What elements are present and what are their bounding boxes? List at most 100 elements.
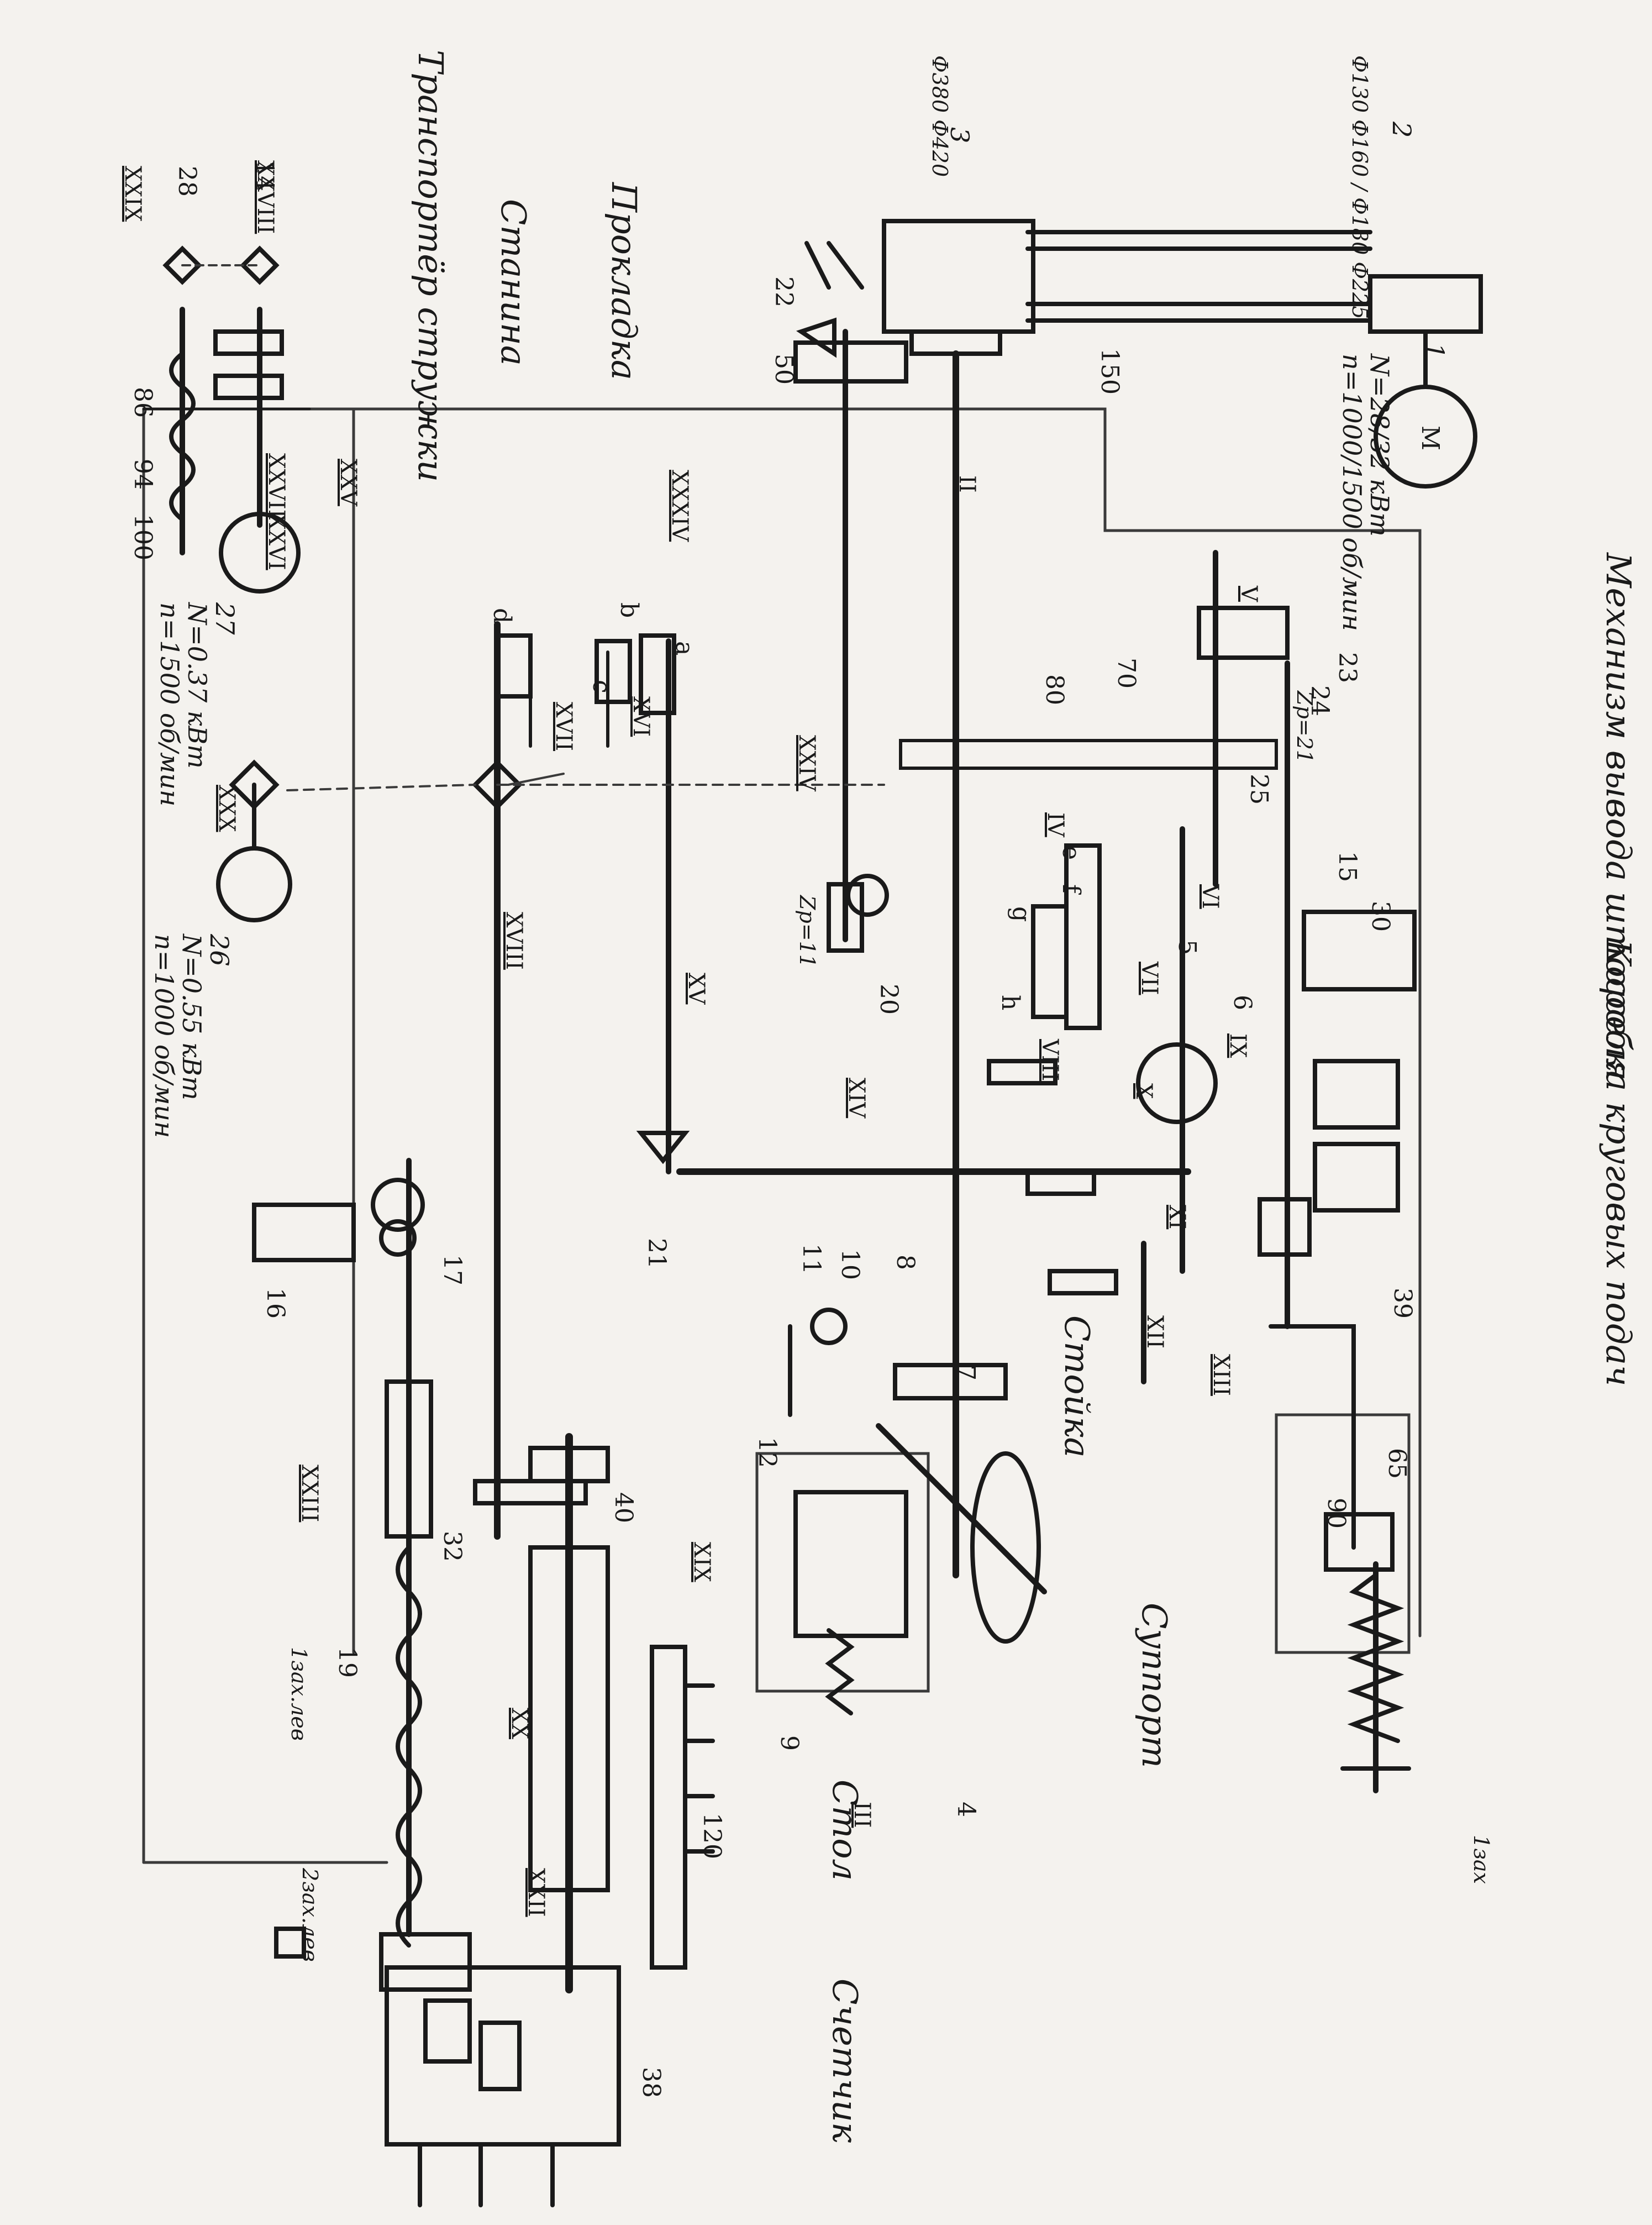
tooth-120: 120 xyxy=(698,1813,726,1859)
motor-m27-spec: N=0.37 кВт xyxy=(182,602,212,769)
tooth-94: 94 xyxy=(129,459,157,490)
gear-e: e xyxy=(1057,846,1085,860)
shaft-label-VII: VII xyxy=(1137,962,1162,995)
right-spring xyxy=(1324,1512,1411,1793)
pulley-2-spec: Ф130 Ф160 / Ф180 Ф225 xyxy=(1348,55,1372,319)
worm-shaft-XXIII xyxy=(252,1158,472,1992)
tooth-39: 39 xyxy=(1388,1288,1417,1319)
tooth-90: 90 xyxy=(1322,1498,1350,1529)
shaft-label-VIII: VIII xyxy=(1037,1039,1062,1082)
gear-f: f xyxy=(1057,884,1085,894)
tooth-100: 100 xyxy=(129,514,157,560)
part-12: 12 xyxy=(753,1437,781,1468)
gear-b: b xyxy=(615,602,643,618)
shaft-label-XV: XV xyxy=(683,973,709,1005)
motor-m26-num: 26 xyxy=(204,934,234,967)
motor-m1-speed: n=1000/1500 об/мин xyxy=(1337,354,1367,631)
tag-1zah-lev: 1зах.лев xyxy=(287,1647,311,1741)
tooth-65: 65 xyxy=(1383,1448,1411,1479)
feed-gearbox xyxy=(1031,550,1417,1550)
gear-c: c xyxy=(587,680,615,694)
label-feedbox: Коробка круговых подач xyxy=(1598,940,1639,1387)
shaft-label-XI: XI xyxy=(1164,1205,1190,1230)
tooth-28: 28 xyxy=(173,166,201,197)
shaft-label-XXII: XXII xyxy=(523,1868,549,1917)
part-8: 8 xyxy=(891,1255,919,1270)
shaft-label-XXV: XXV xyxy=(335,459,361,506)
label-column: Стойка xyxy=(1057,1315,1097,1458)
shaft-label-XXIII: XXIII xyxy=(297,1465,322,1523)
tag-2zah-lev: 2зах.лев xyxy=(298,1868,322,1962)
tooth-23: 23 xyxy=(1333,652,1361,683)
connection-lines xyxy=(181,264,885,791)
shaft-label-V: V xyxy=(1236,586,1261,602)
motor-26-unit xyxy=(216,759,292,922)
shafts-XIV-XV xyxy=(636,638,1191,1175)
table-drive xyxy=(473,1433,715,1993)
tooth-30: 30 xyxy=(1366,901,1395,932)
shaft-label-IX: IX xyxy=(1225,1033,1250,1058)
shaft-label-XXIX: XXIX xyxy=(120,166,145,222)
label-counter: Счетчик xyxy=(825,1979,865,2143)
shaft-label-X: X xyxy=(1131,1083,1156,1099)
gear-a: a xyxy=(670,641,698,656)
label-conveyor: Транспортёр стружки xyxy=(411,50,451,482)
part-11: 11 xyxy=(797,1243,825,1274)
shaft-label-II: II xyxy=(954,475,980,493)
shaft-label-XXIV: XXIV xyxy=(794,735,819,791)
shaft-II xyxy=(899,350,1278,1578)
tooth-22a: 22 xyxy=(770,276,798,307)
motor-m26-speed: n=1000 об/мин xyxy=(149,934,179,1138)
shaft-label-XIX: XIX xyxy=(689,1542,714,1582)
motor-m26-spec: N=0.55 кВт xyxy=(177,934,207,1100)
shaft-label-IV: IV xyxy=(1043,812,1068,837)
tooth-21a: 21 xyxy=(643,1238,671,1269)
part-10: 10 xyxy=(836,1249,864,1280)
tooth-38: 38 xyxy=(637,2067,665,2098)
shaft-label-XX: XX xyxy=(507,1708,532,1739)
change-gears xyxy=(472,621,676,1540)
part-17: 17 xyxy=(438,1255,466,1285)
motor-m1-symbol: M xyxy=(1416,426,1444,451)
label-support: Суппорт xyxy=(1134,1603,1175,1769)
zr-21: Zр=21 xyxy=(1292,691,1317,763)
machine-outline xyxy=(142,407,1422,1864)
label-table: Стол xyxy=(825,1780,865,1881)
shaft-label-XXXIV: XXXIV xyxy=(667,470,692,542)
tooth-15a: 15 xyxy=(1333,851,1361,882)
part-19: 19 xyxy=(333,1647,361,1678)
part-4: 4 xyxy=(952,1802,980,1817)
tooth-150: 150 xyxy=(1096,348,1124,395)
part-9: 9 xyxy=(775,1735,803,1751)
tooth-20: 20 xyxy=(875,984,903,1015)
shaft-label-XXX: XXX xyxy=(214,785,239,832)
shaft-label-XVI: XVI xyxy=(628,696,654,737)
tag-1zah: 1зах xyxy=(1469,1835,1493,1884)
pulley-3-spec: Ф380 Ф420 xyxy=(928,55,952,177)
shaft-label-III: III xyxy=(849,1802,875,1828)
tooth-86: 86 xyxy=(129,387,157,418)
tooth-50a: 50 xyxy=(770,354,798,385)
tooth-80: 80 xyxy=(1040,674,1069,705)
tooth-70: 70 xyxy=(1112,658,1140,689)
gear-g: g xyxy=(1007,906,1035,922)
gear-d: d xyxy=(488,608,516,624)
zr-11: Zр=11 xyxy=(795,895,819,968)
shaft-label-XVIII: XVIII xyxy=(501,912,527,970)
gear-train-upper xyxy=(793,241,908,953)
motor-m27-num: 27 xyxy=(210,602,240,635)
gear-h: h xyxy=(996,995,1024,1011)
shaft-label-VI: VI xyxy=(1197,884,1223,909)
main-motor xyxy=(882,219,1483,489)
shaft-label-XXVI: XXVI xyxy=(264,514,289,570)
tooth-25: 25 xyxy=(1245,774,1273,805)
shaft-label-XXVII: XXVII xyxy=(264,453,289,518)
motor-m1-num: 1 xyxy=(1420,343,1450,359)
tooth-14a: 14 xyxy=(250,160,278,191)
part-16: 16 xyxy=(261,1288,290,1319)
shaft-label-XII: XII xyxy=(1142,1315,1167,1349)
support-mechanism xyxy=(788,1308,1047,1715)
tooth-5: 5 xyxy=(1173,940,1201,955)
part-7: 7 xyxy=(952,1365,980,1381)
